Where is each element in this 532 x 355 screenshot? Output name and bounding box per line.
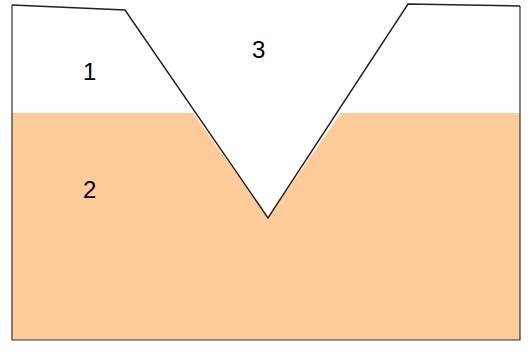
outline: [12, 5, 520, 340]
groove-surface: [12, 4, 520, 218]
region-number: 3: [252, 38, 265, 62]
region-number: 1: [83, 60, 96, 84]
substrate-region: [12, 113, 520, 340]
region-number: 2: [83, 178, 96, 202]
